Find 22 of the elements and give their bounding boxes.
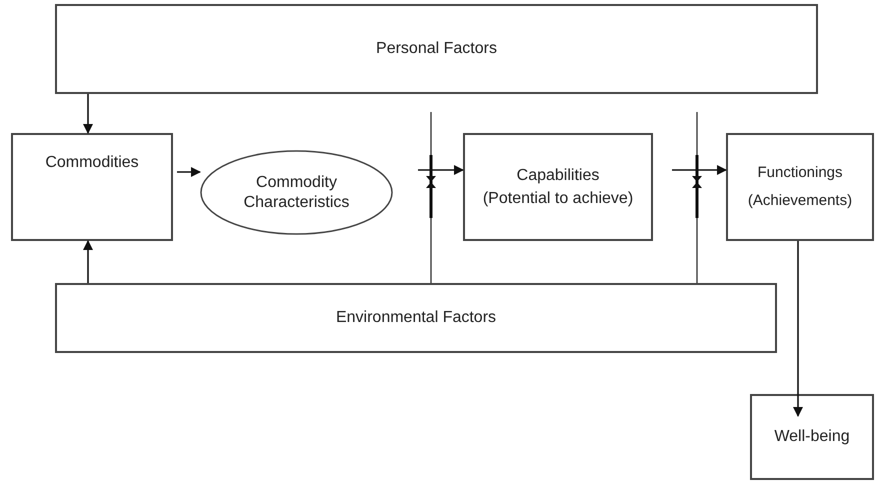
node-label: Commodity Characteristics: [242, 173, 350, 212]
process-box: [11, 133, 173, 241]
node-label: (Achievements): [748, 192, 852, 210]
arrow: [177, 167, 201, 177]
arrow: [793, 241, 803, 417]
arrow: [83, 94, 93, 134]
node-label: Functionings: [757, 164, 843, 182]
node-label: Personal Factors: [376, 39, 497, 59]
node-label: Commodities: [45, 153, 139, 172]
process-box: [55, 4, 818, 94]
process-box: [750, 394, 874, 480]
process-box: [55, 283, 777, 353]
process-box: [726, 133, 874, 241]
arrow: [83, 240, 93, 283]
arrow: [672, 165, 727, 175]
node-label: Well-being: [774, 427, 850, 447]
process-box: [463, 133, 653, 241]
node-label: Capabilities: [516, 166, 600, 185]
arrow: [418, 165, 464, 175]
node-label: Environmental Factors: [336, 308, 496, 328]
node-label: (Potential to achieve): [482, 189, 634, 208]
ellipse-node: [200, 150, 393, 235]
